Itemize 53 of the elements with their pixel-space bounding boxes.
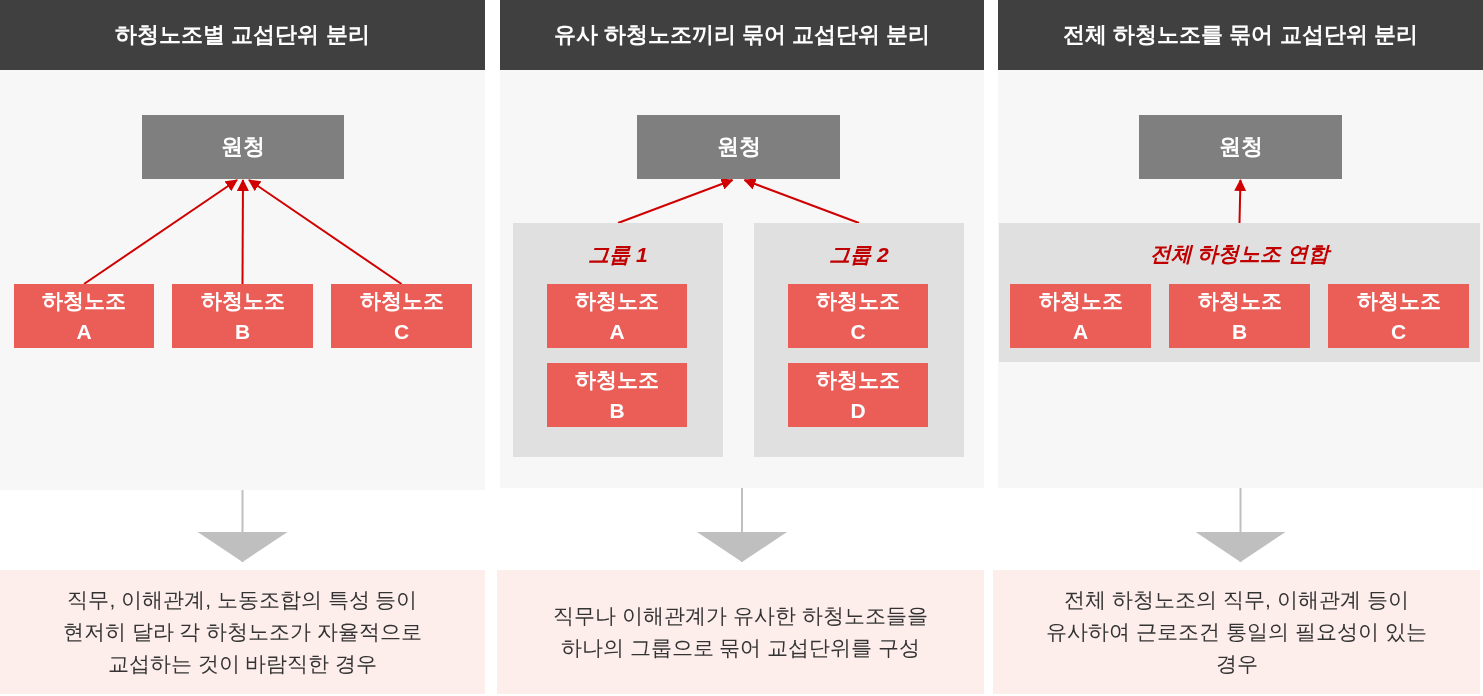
box-label: 하청노조 B: [199, 288, 286, 345]
box-label: 하청노조 C: [815, 288, 901, 345]
box-label: 원청: [1218, 133, 1263, 161]
box-label: 하청노조 A: [574, 288, 660, 345]
group-box: [754, 223, 964, 457]
union-box: [172, 284, 313, 348]
group-title: 그룹 2: [829, 242, 889, 268]
description-text: 직무, 이해관계, 노동조합의 특성 등이 현저히 달라 각 하청노조가 자율적으로 교섭하는 것이 바람직한 경우: [61, 587, 424, 677]
description-text: 전체 하청노조의 직무, 이해관계 등이 유사하여 근로조건 통일의 필요성이 있는 경우: [1045, 587, 1428, 677]
arrow: [743, 178, 860, 224]
arrow: [248, 179, 403, 285]
union-box: [14, 284, 154, 348]
box-label: 원청: [716, 133, 761, 161]
union-box: [1169, 284, 1310, 348]
group-title: 전체 하청노조 연합: [1149, 241, 1330, 267]
chevron-arrow: [197, 489, 288, 563]
arrow: [236, 179, 249, 285]
diagram-panel: [500, 70, 984, 488]
federation-box: [999, 223, 1480, 362]
diagram-panel: [998, 70, 1483, 488]
union-box: [788, 363, 928, 427]
contractor-box: [637, 115, 840, 179]
chevron-arrow: [1195, 487, 1286, 563]
box-label: 원청: [221, 133, 265, 161]
arrow: [83, 179, 238, 285]
box-label: 하청노조 C: [1355, 288, 1442, 345]
union-box: [547, 363, 687, 427]
contractor-box: [142, 115, 344, 179]
box-label: 하청노조 B: [1196, 288, 1283, 345]
box-label: 하청노조 D: [815, 367, 901, 424]
group-box: [513, 223, 723, 457]
union-box: [1328, 284, 1469, 348]
box-label: 하청노조 C: [358, 288, 445, 345]
description-text: 직무나 이해관계가 유사한 하청노조들을 하나의 그룹으로 묶어 교섭단위를 구성: [552, 603, 929, 661]
header-title: 유사 하청노조끼리 묶어 교섭단위 분리: [553, 21, 931, 49]
union-box: [1010, 284, 1151, 348]
chevron-arrow: [697, 487, 787, 563]
header-title: 전체 하청노조를 묶어 교섭단위 분리: [1063, 21, 1418, 49]
union-box: [788, 284, 928, 348]
union-box: [547, 284, 687, 348]
arrow: [617, 178, 734, 224]
arrow: [1234, 179, 1247, 224]
box-label: 하청노조 B: [574, 367, 660, 424]
group-title: 그룹 1: [588, 242, 648, 268]
header-band: [998, 0, 1483, 70]
union-box: [331, 284, 472, 348]
header-band: [0, 0, 485, 70]
box-label: 하청노조 A: [41, 288, 127, 345]
header-band: [500, 0, 984, 70]
box-label: 하청노조 A: [1037, 288, 1124, 345]
contractor-box: [1139, 115, 1342, 179]
diagram-panel: [0, 70, 485, 490]
header-title: 하청노조별 교섭단위 분리: [115, 21, 370, 49]
